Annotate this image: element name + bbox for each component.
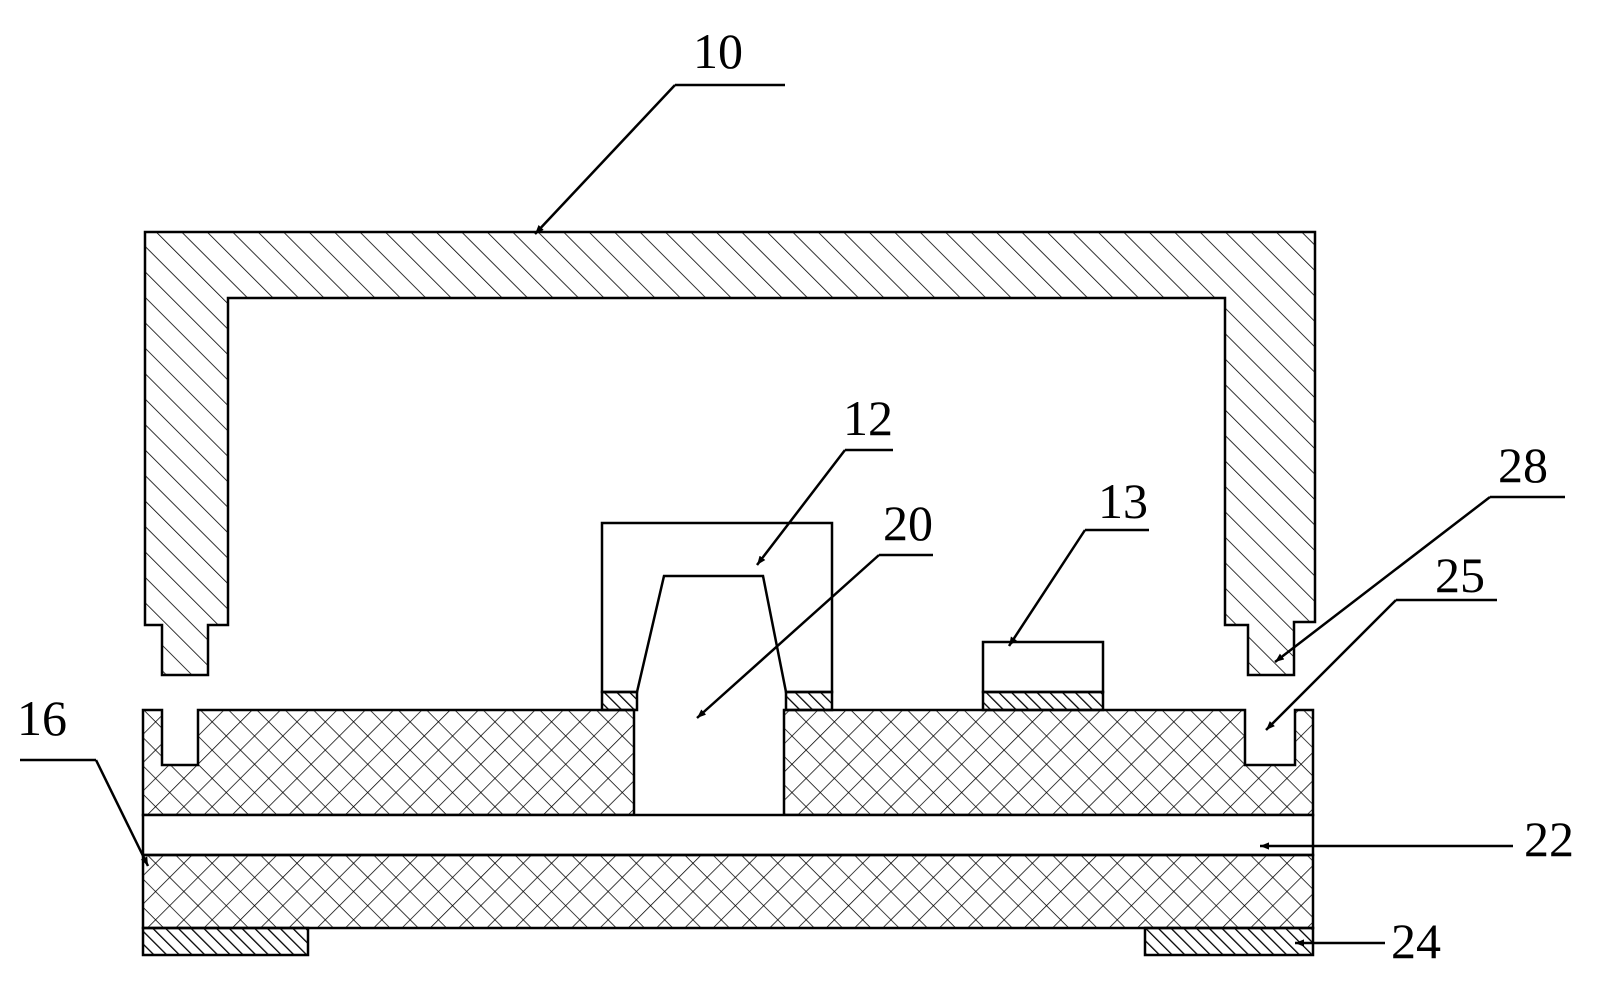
label-tab: 28	[1498, 437, 1548, 493]
label-chip: 12	[843, 390, 893, 446]
chip-pad-right	[786, 692, 832, 710]
label-component: 13	[1098, 473, 1148, 529]
component-shape	[983, 642, 1103, 692]
label-groove: 25	[1435, 547, 1485, 603]
cover-shape	[145, 232, 1315, 675]
bottom-pad-right	[1145, 928, 1313, 955]
label-cover: 10	[693, 23, 743, 79]
substrate-lower	[143, 855, 1313, 928]
substrate-upper-left	[143, 710, 634, 815]
channel-shape	[143, 815, 1313, 855]
label-substrate: 16	[17, 690, 67, 746]
component-pad	[983, 692, 1103, 710]
label-channel: 22	[1524, 811, 1574, 867]
label-opening: 20	[883, 495, 933, 551]
chip-shape	[602, 523, 832, 692]
bottom-pad-left	[143, 928, 308, 955]
label-bottom-pad: 24	[1391, 913, 1441, 969]
chip-pad-left	[602, 692, 637, 710]
substrate-upper-right	[784, 710, 1313, 815]
